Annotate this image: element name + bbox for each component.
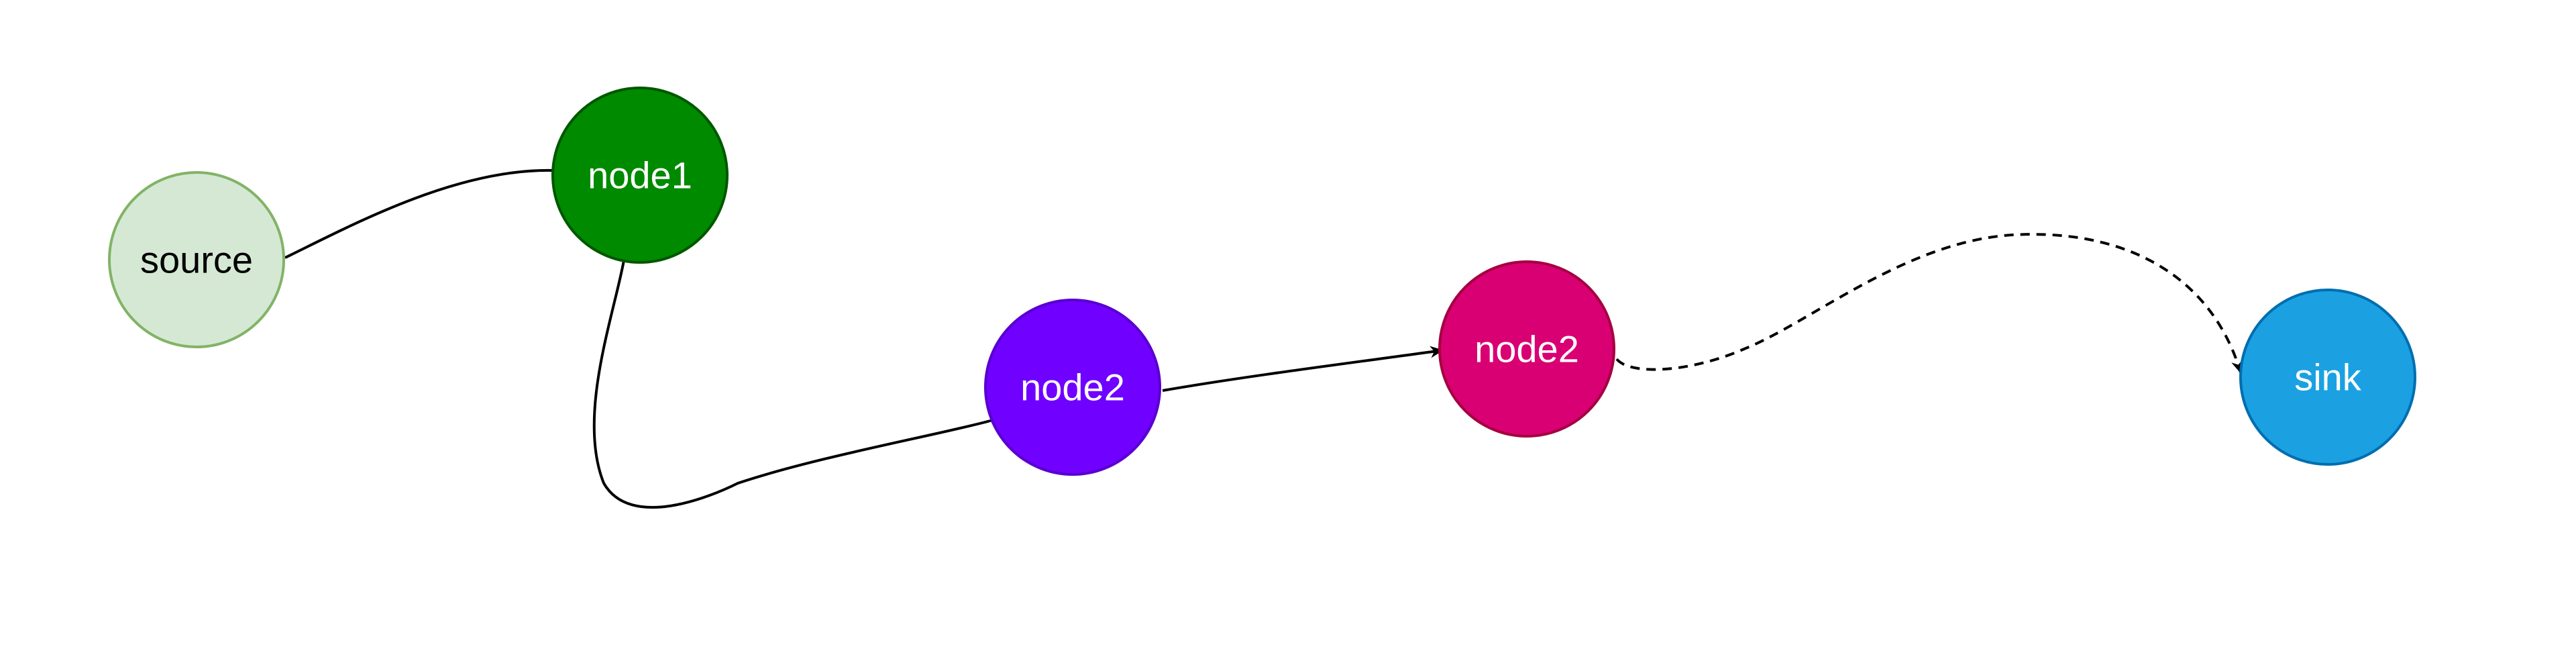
node-sink-label: sink [2294,356,2362,399]
node-node2b-label: node2 [1474,328,1579,370]
node-node1-label: node1 [588,154,692,197]
node-sink[interactable]: sink [2239,289,2416,466]
edges [284,168,2243,509]
node-source-label: source [140,239,253,281]
node-node2b[interactable]: node2 [1438,260,1615,438]
node-node2a[interactable]: node2 [984,299,1161,476]
edge-node2a-node2b[interactable] [1162,346,1444,392]
edge-node1-node2a[interactable] [592,260,994,509]
node-source[interactable]: source [108,171,285,348]
edge-source-node1[interactable] [284,168,555,259]
node-node1[interactable]: node1 [551,87,729,264]
edge-node2b-sink[interactable] [1615,233,2243,374]
node-node2a-label: node2 [1020,366,1125,409]
